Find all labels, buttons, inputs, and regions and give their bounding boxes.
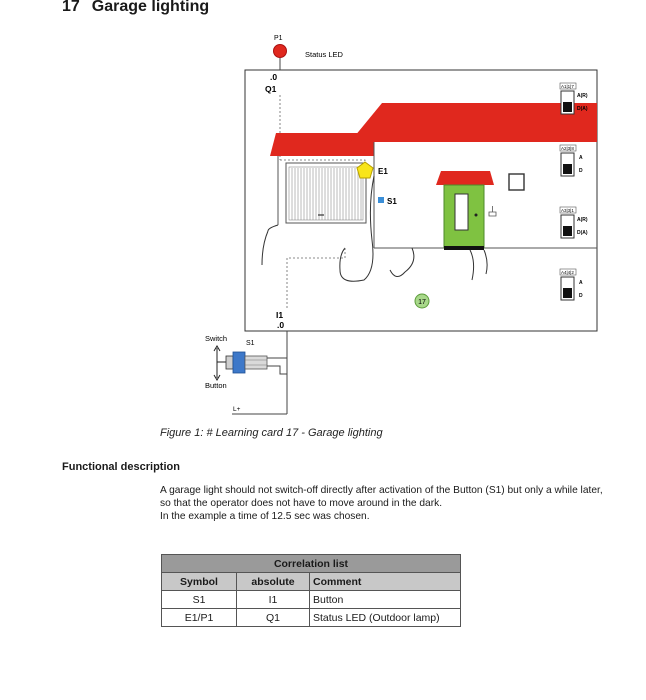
- dip-switch-2-bottom: D: [579, 168, 583, 174]
- card-badge-icon: [414, 293, 430, 309]
- p1-label: P1: [274, 35, 283, 42]
- garage-ground-line: [261, 224, 279, 266]
- status-led-label: Status LED: [305, 50, 344, 59]
- switch-label: Switch: [205, 334, 227, 343]
- dip-switch-2[interactable]: A2|3|8 A D: [559, 144, 583, 177]
- lamp-e1-label: E1: [378, 167, 388, 176]
- table-row: S1 I1 Button: [161, 590, 461, 609]
- house-window: [508, 173, 525, 191]
- button-label: Button: [205, 381, 227, 390]
- cell-absolute: I1: [236, 590, 310, 609]
- dip-switch-1-id-box: [559, 82, 577, 90]
- supply-label: L+: [233, 406, 241, 413]
- cell-symbol: E1/P1: [161, 608, 237, 627]
- dip-switch-1-id: A1|1|7: [561, 84, 574, 89]
- heading-number: 17: [62, 0, 80, 15]
- column-header-symbol: Symbol: [161, 572, 237, 591]
- output-q1-label: Q1: [265, 84, 277, 94]
- table-row: E1/P1 Q1 Status LED (Outdoor lamp): [161, 608, 461, 627]
- functional-description: A garage light should not switch-off dir…: [160, 484, 610, 523]
- dip-switch-4-top: A: [579, 280, 583, 286]
- dip-switch-1-bottom: D(A): [577, 106, 588, 112]
- figure-caption: Figure 1: # Learning card 17 - Garage li…: [160, 427, 383, 439]
- dip-switch-1[interactable]: A1|1|7 A(R) D(A): [559, 82, 588, 115]
- dip-switch-2-id: A2|3|8: [561, 146, 574, 151]
- door-step: [444, 246, 484, 250]
- column-header-comment: Comment: [309, 572, 461, 591]
- dip-switch-3-lever: [563, 226, 572, 236]
- correlation-table: Correlation list Symbol absolute Comment…: [161, 554, 461, 627]
- dip-switch-3[interactable]: A3|3|1 A(R) D(A): [559, 206, 588, 239]
- card-badge-number: 17: [418, 299, 426, 306]
- description-paragraph: In the example a time of 12.5 sec was ch…: [160, 511, 370, 522]
- dip-switch-2-id-box: [559, 144, 577, 152]
- toggle-switch-icon[interactable]: [213, 345, 268, 381]
- dip-switch-2-top: A: [579, 155, 583, 161]
- dip-switch-4-bottom: D: [579, 293, 583, 299]
- cell-absolute: Q1: [236, 608, 310, 627]
- sensor-s1-label: S1: [387, 197, 397, 206]
- dip-switch-1-top: A(R): [577, 93, 588, 99]
- output-terminal-label: .0: [270, 72, 277, 82]
- garage-door-icon: [288, 166, 364, 221]
- garage-lighting-diagram: P1 Status LED .0 Q1 E1 S1: [205, 35, 598, 415]
- cell-comment: Button: [309, 590, 461, 609]
- door-window: [454, 193, 469, 231]
- door-knob: [474, 213, 478, 217]
- switch-s1-label: S1: [246, 340, 255, 347]
- switch-wire-bottom: [267, 365, 287, 375]
- status-led-icon: [273, 44, 287, 58]
- outdoor-lamp-icon: [356, 161, 374, 179]
- section-title: Functional description: [62, 461, 180, 473]
- cell-symbol: S1: [161, 590, 237, 609]
- input-i1-label: I1: [276, 310, 283, 320]
- doorbell-icon: [488, 206, 497, 217]
- dip-switch-3-id-box: [559, 206, 577, 214]
- dip-switch-3-top: A(R): [577, 217, 588, 223]
- heading-title: Garage lighting: [91, 0, 210, 15]
- button-sensor-icon: [378, 197, 384, 203]
- input-wire-dashed: [286, 248, 346, 310]
- garage-door-slats: [291, 168, 362, 220]
- correlation-table-title: Correlation list: [161, 554, 461, 573]
- dip-switch-1-lever: [563, 102, 572, 112]
- cable-middle: [389, 247, 415, 277]
- dip-switch-2-lever: [563, 164, 572, 174]
- dip-switch-3-id: A3|3|1: [561, 208, 574, 213]
- dip-switch-4-id-box: [559, 268, 577, 276]
- column-header-absolute: absolute: [236, 572, 310, 591]
- dip-switch-3-bottom: D(A): [577, 230, 588, 236]
- garage-roof: [270, 133, 374, 156]
- cell-comment: Status LED (Outdoor lamp): [309, 608, 461, 627]
- house-roof: [350, 103, 597, 142]
- page-heading: 17 Garage lighting: [62, 0, 209, 16]
- input-terminal-label: .0: [277, 320, 284, 330]
- dip-switch-4[interactable]: A4|4|2 A D: [559, 268, 583, 301]
- cable-left: [339, 175, 375, 282]
- cable-right: [469, 249, 488, 281]
- dip-switch-4-id: A4|4|2: [561, 270, 574, 275]
- dip-switch-4-lever: [563, 288, 572, 298]
- door-canopy: [436, 171, 494, 185]
- description-paragraph: A garage light should not switch-off dir…: [160, 485, 603, 509]
